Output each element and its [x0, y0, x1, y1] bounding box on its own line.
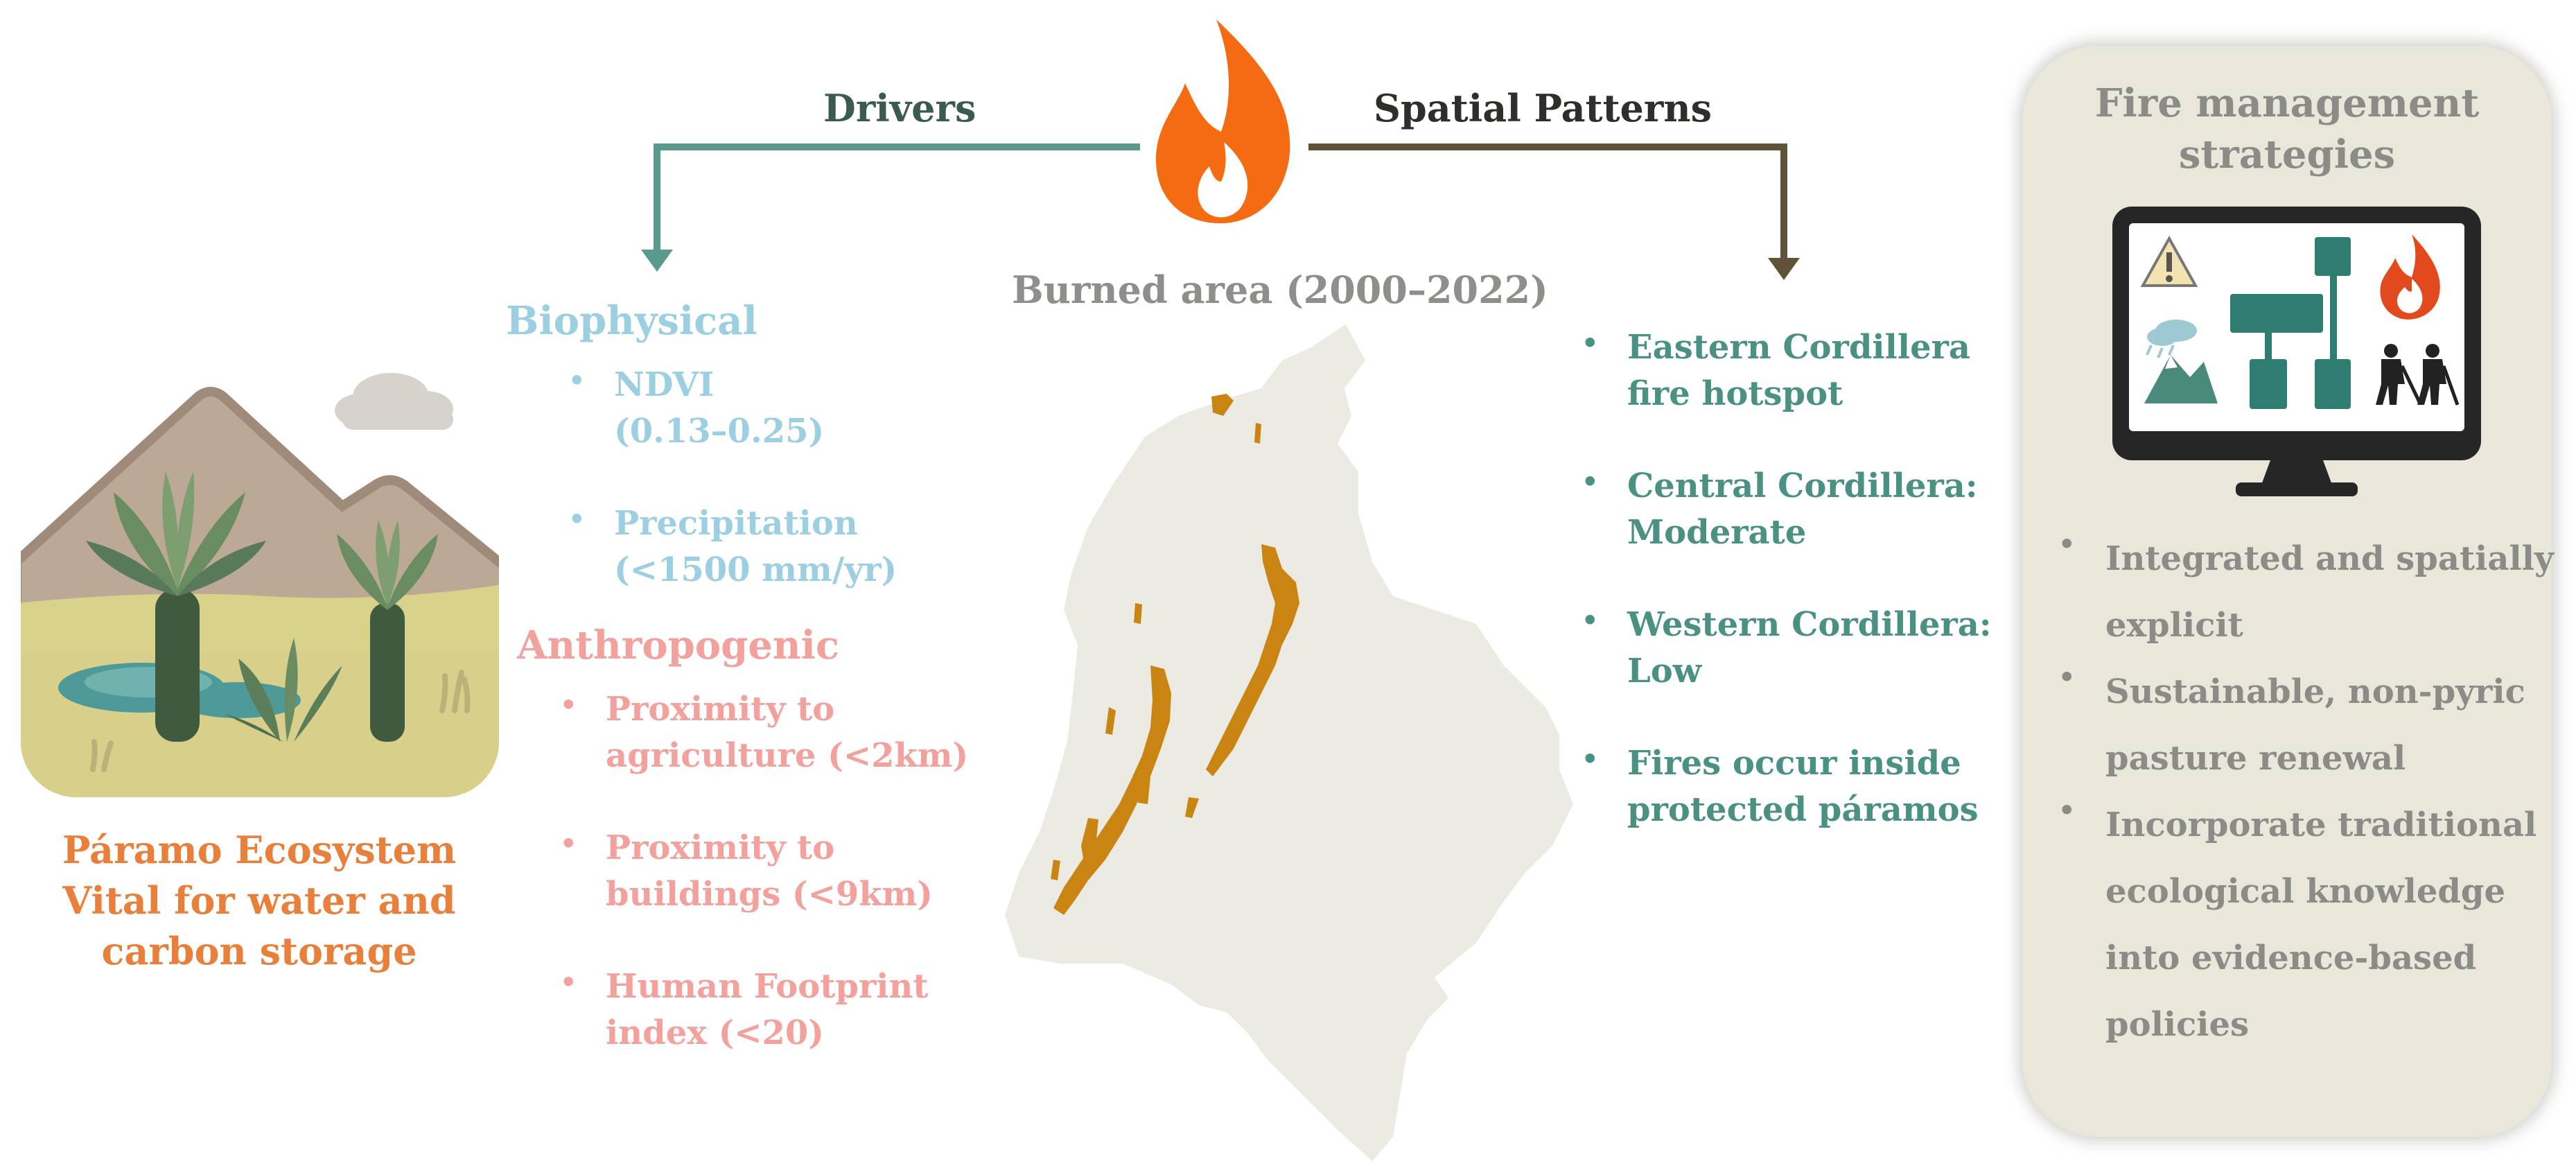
item-line: (<1500 mm/yr): [614, 550, 897, 589]
ecosystem-caption-line: Páramo Ecosystem: [62, 828, 457, 872]
ecosystem-caption: Páramo Ecosystem Vital for water and car…: [17, 825, 502, 977]
spatial-arrowhead: [1768, 258, 1800, 280]
list-item: Sustainable, non-pyric pasture renewal: [2058, 659, 2554, 792]
item-line: ecological knowledge: [2105, 872, 2506, 911]
anthropogenic-list: Proximity to agriculture (<2km) Proximit…: [560, 686, 968, 1056]
item-line: Proximity to: [606, 690, 835, 729]
list-item: Proximity to buildings (<9km): [560, 825, 968, 918]
list-item: NDVI (0.13–0.25): [568, 362, 897, 455]
ecosystem-caption-line: carbon storage: [101, 929, 417, 973]
item-line: protected páramos: [1627, 790, 1979, 829]
list-item: Fires occur inside protected páramos: [1581, 740, 1992, 833]
item-line: Incorporate traditional: [2105, 806, 2537, 844]
weather-icon: [2144, 320, 2218, 403]
list-item: Western Cordillera: Low: [1581, 602, 1992, 695]
item-line: index (<20): [606, 1013, 824, 1052]
item-line: Precipitation: [614, 504, 858, 543]
item-line: Western Cordillera:: [1627, 605, 1992, 644]
list-item: Eastern Cordillera fire hotspot: [1581, 324, 1992, 417]
flowchart-icon: [2230, 237, 2351, 409]
colombia-burned-area-map: [1005, 324, 1573, 1161]
management-panel: Fire management strategies: [2022, 46, 2554, 1137]
biophysical-list: NDVI (0.13–0.25) Precipitation (<1500 mm…: [568, 362, 897, 593]
drivers-label: Drivers: [823, 86, 976, 130]
item-line: Moderate: [1627, 513, 1807, 552]
paramo-illustration: [21, 373, 499, 797]
list-item: Precipitation (<1500 mm/yr): [568, 501, 897, 593]
biophysical-heading: Biophysical: [506, 298, 757, 344]
item-line: buildings (<9km): [606, 875, 934, 914]
item-line: Eastern Cordillera: [1627, 328, 1971, 367]
list-item: Incorporate traditional ecological knowl…: [2058, 792, 2554, 1058]
flame-icon: [1156, 19, 1290, 224]
cloud-icon: [335, 373, 453, 430]
warning-icon: [2140, 235, 2198, 287]
spatial-patterns-list: Eastern Cordillera fire hotspot Central …: [1581, 324, 1992, 833]
item-line: policies: [2105, 1005, 2250, 1044]
monitor-icon: [2112, 207, 2481, 496]
list-item: Integrated and spatially explicit: [2058, 525, 2554, 659]
management-title: Fire management strategies: [2022, 78, 2552, 180]
frailejon-plant-right: [337, 520, 438, 742]
spatial-patterns-label: Spatial Patterns: [1374, 86, 1712, 130]
management-list: Integrated and spatially explicit Sustai…: [2058, 525, 2554, 1058]
item-line: explicit: [2105, 606, 2243, 645]
item-line: Central Cordillera:: [1627, 467, 1978, 505]
list-item: Proximity to agriculture (<2km): [560, 686, 968, 779]
item-line: into evidence-based: [2105, 939, 2477, 977]
management-title-line: strategies: [2178, 132, 2396, 177]
item-line: Fires occur inside: [1627, 744, 1961, 783]
frailejon-plant-left: [86, 471, 266, 742]
item-line: Human Footprint: [606, 967, 929, 1006]
list-item: Human Footprint index (<20): [560, 964, 968, 1056]
item-line: Sustainable, non-pyric: [2105, 672, 2525, 711]
burned-patches: [1051, 394, 1299, 915]
item-line: agriculture (<2km): [606, 736, 969, 775]
item-line: Proximity to: [606, 828, 835, 867]
item-line: pasture renewal: [2105, 739, 2406, 778]
item-line: fire hotspot: [1627, 374, 1843, 413]
item-line: NDVI: [614, 365, 715, 404]
spatial-arrow: [1308, 143, 1787, 262]
item-line: Integrated and spatially: [2105, 539, 2554, 578]
ecosystem-caption-line: Vital for water and: [62, 878, 456, 923]
management-title-line: Fire management: [2094, 80, 2480, 126]
item-line: (0.13–0.25): [614, 412, 825, 451]
drivers-arrow: [654, 143, 1140, 253]
map-title: Burned area (2000–2022): [1012, 268, 1548, 312]
item-line: Low: [1627, 652, 1702, 690]
fire-icon: [2380, 234, 2440, 320]
drivers-arrowhead: [641, 250, 673, 272]
workers-icon: [2376, 344, 2460, 406]
list-item: Central Cordillera: Moderate: [1581, 463, 1992, 556]
country-outline: [1005, 324, 1573, 1161]
shrub-icon: [225, 638, 342, 742]
anthropogenic-heading: Anthropogenic: [517, 623, 839, 668]
